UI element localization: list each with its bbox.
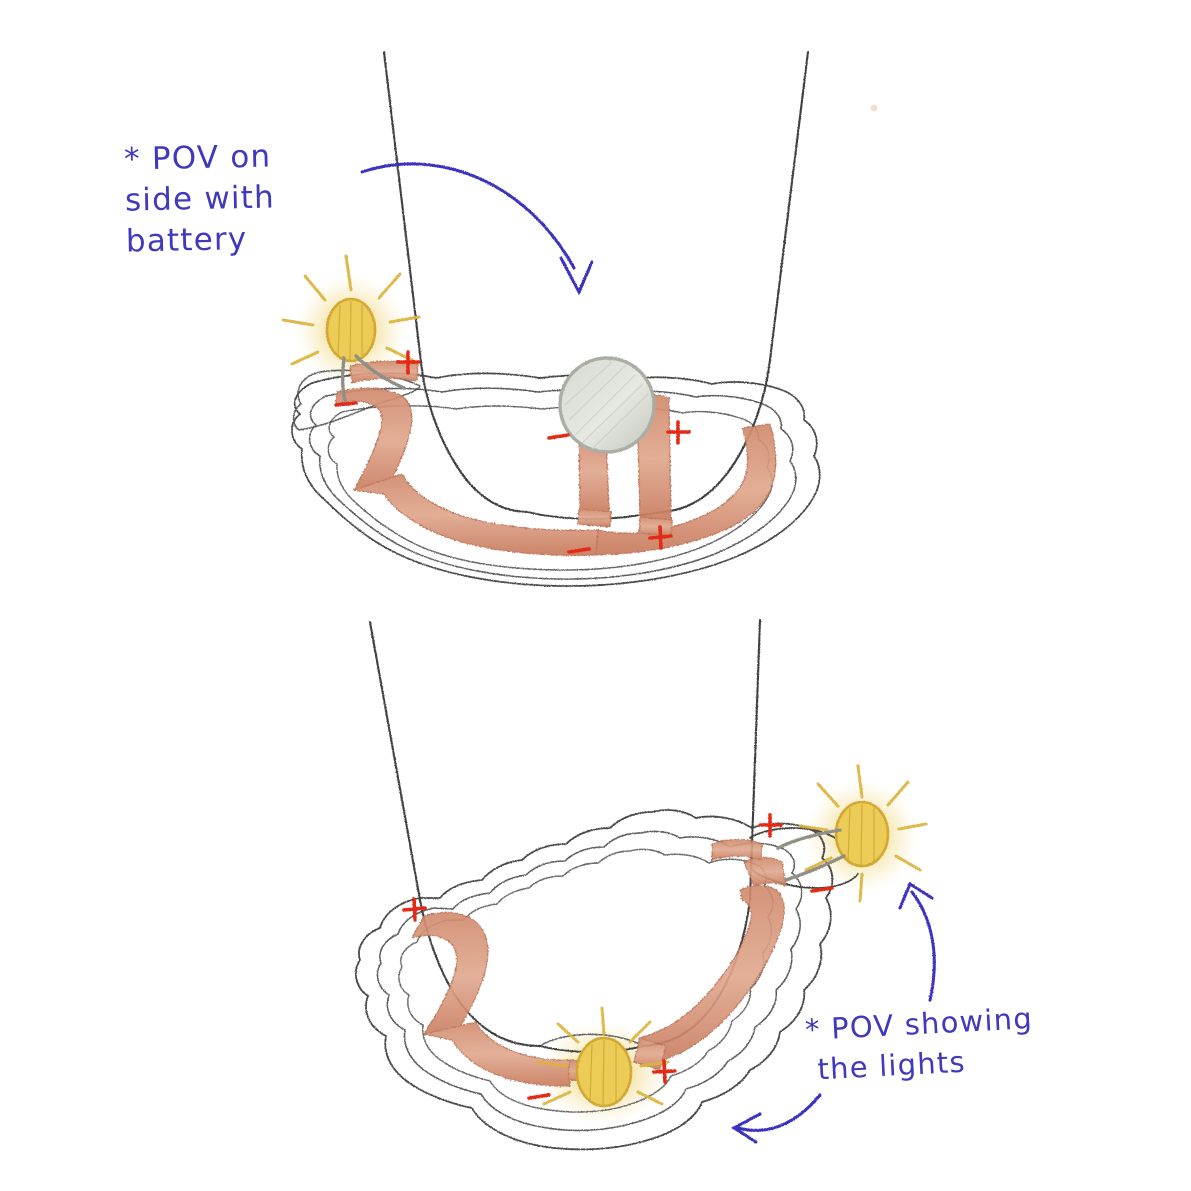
coin-cell-battery	[558, 356, 656, 454]
top-sketch-battery-side	[281, 50, 821, 587]
plus-mark	[652, 1059, 677, 1084]
minus-mark	[527, 1093, 551, 1100]
bottom-sketch-lights-side	[354, 618, 936, 1151]
annotation-pov-battery: * POV on side with battery	[123, 138, 276, 260]
polarity-marks-bottom	[402, 813, 834, 1100]
led-right	[776, 764, 928, 903]
plus-mark	[666, 420, 691, 445]
plus-mark	[758, 813, 783, 838]
minus-mark	[810, 886, 834, 893]
copper-tape-trace	[335, 360, 777, 556]
minus-mark	[547, 433, 570, 440]
led-right-legs	[776, 828, 846, 882]
arrow-to-bottom-led	[898, 881, 936, 1002]
arrow-to-bottom-sketch	[731, 1093, 822, 1144]
plus-mark	[396, 350, 421, 375]
annotation-pov-lights: * POV showing the lights	[804, 1001, 1034, 1087]
plus-mark	[648, 525, 673, 550]
led-left-legs	[340, 354, 406, 406]
paper-speck	[870, 104, 878, 112]
arrow-to-top-sketch	[360, 162, 594, 296]
led-bottom	[536, 1006, 670, 1108]
minus-mark	[334, 401, 358, 407]
plus-mark	[402, 897, 427, 922]
minus-mark	[567, 547, 591, 554]
cup-body	[368, 618, 859, 1053]
led-left	[281, 254, 421, 406]
polarity-marks-top	[334, 350, 691, 554]
